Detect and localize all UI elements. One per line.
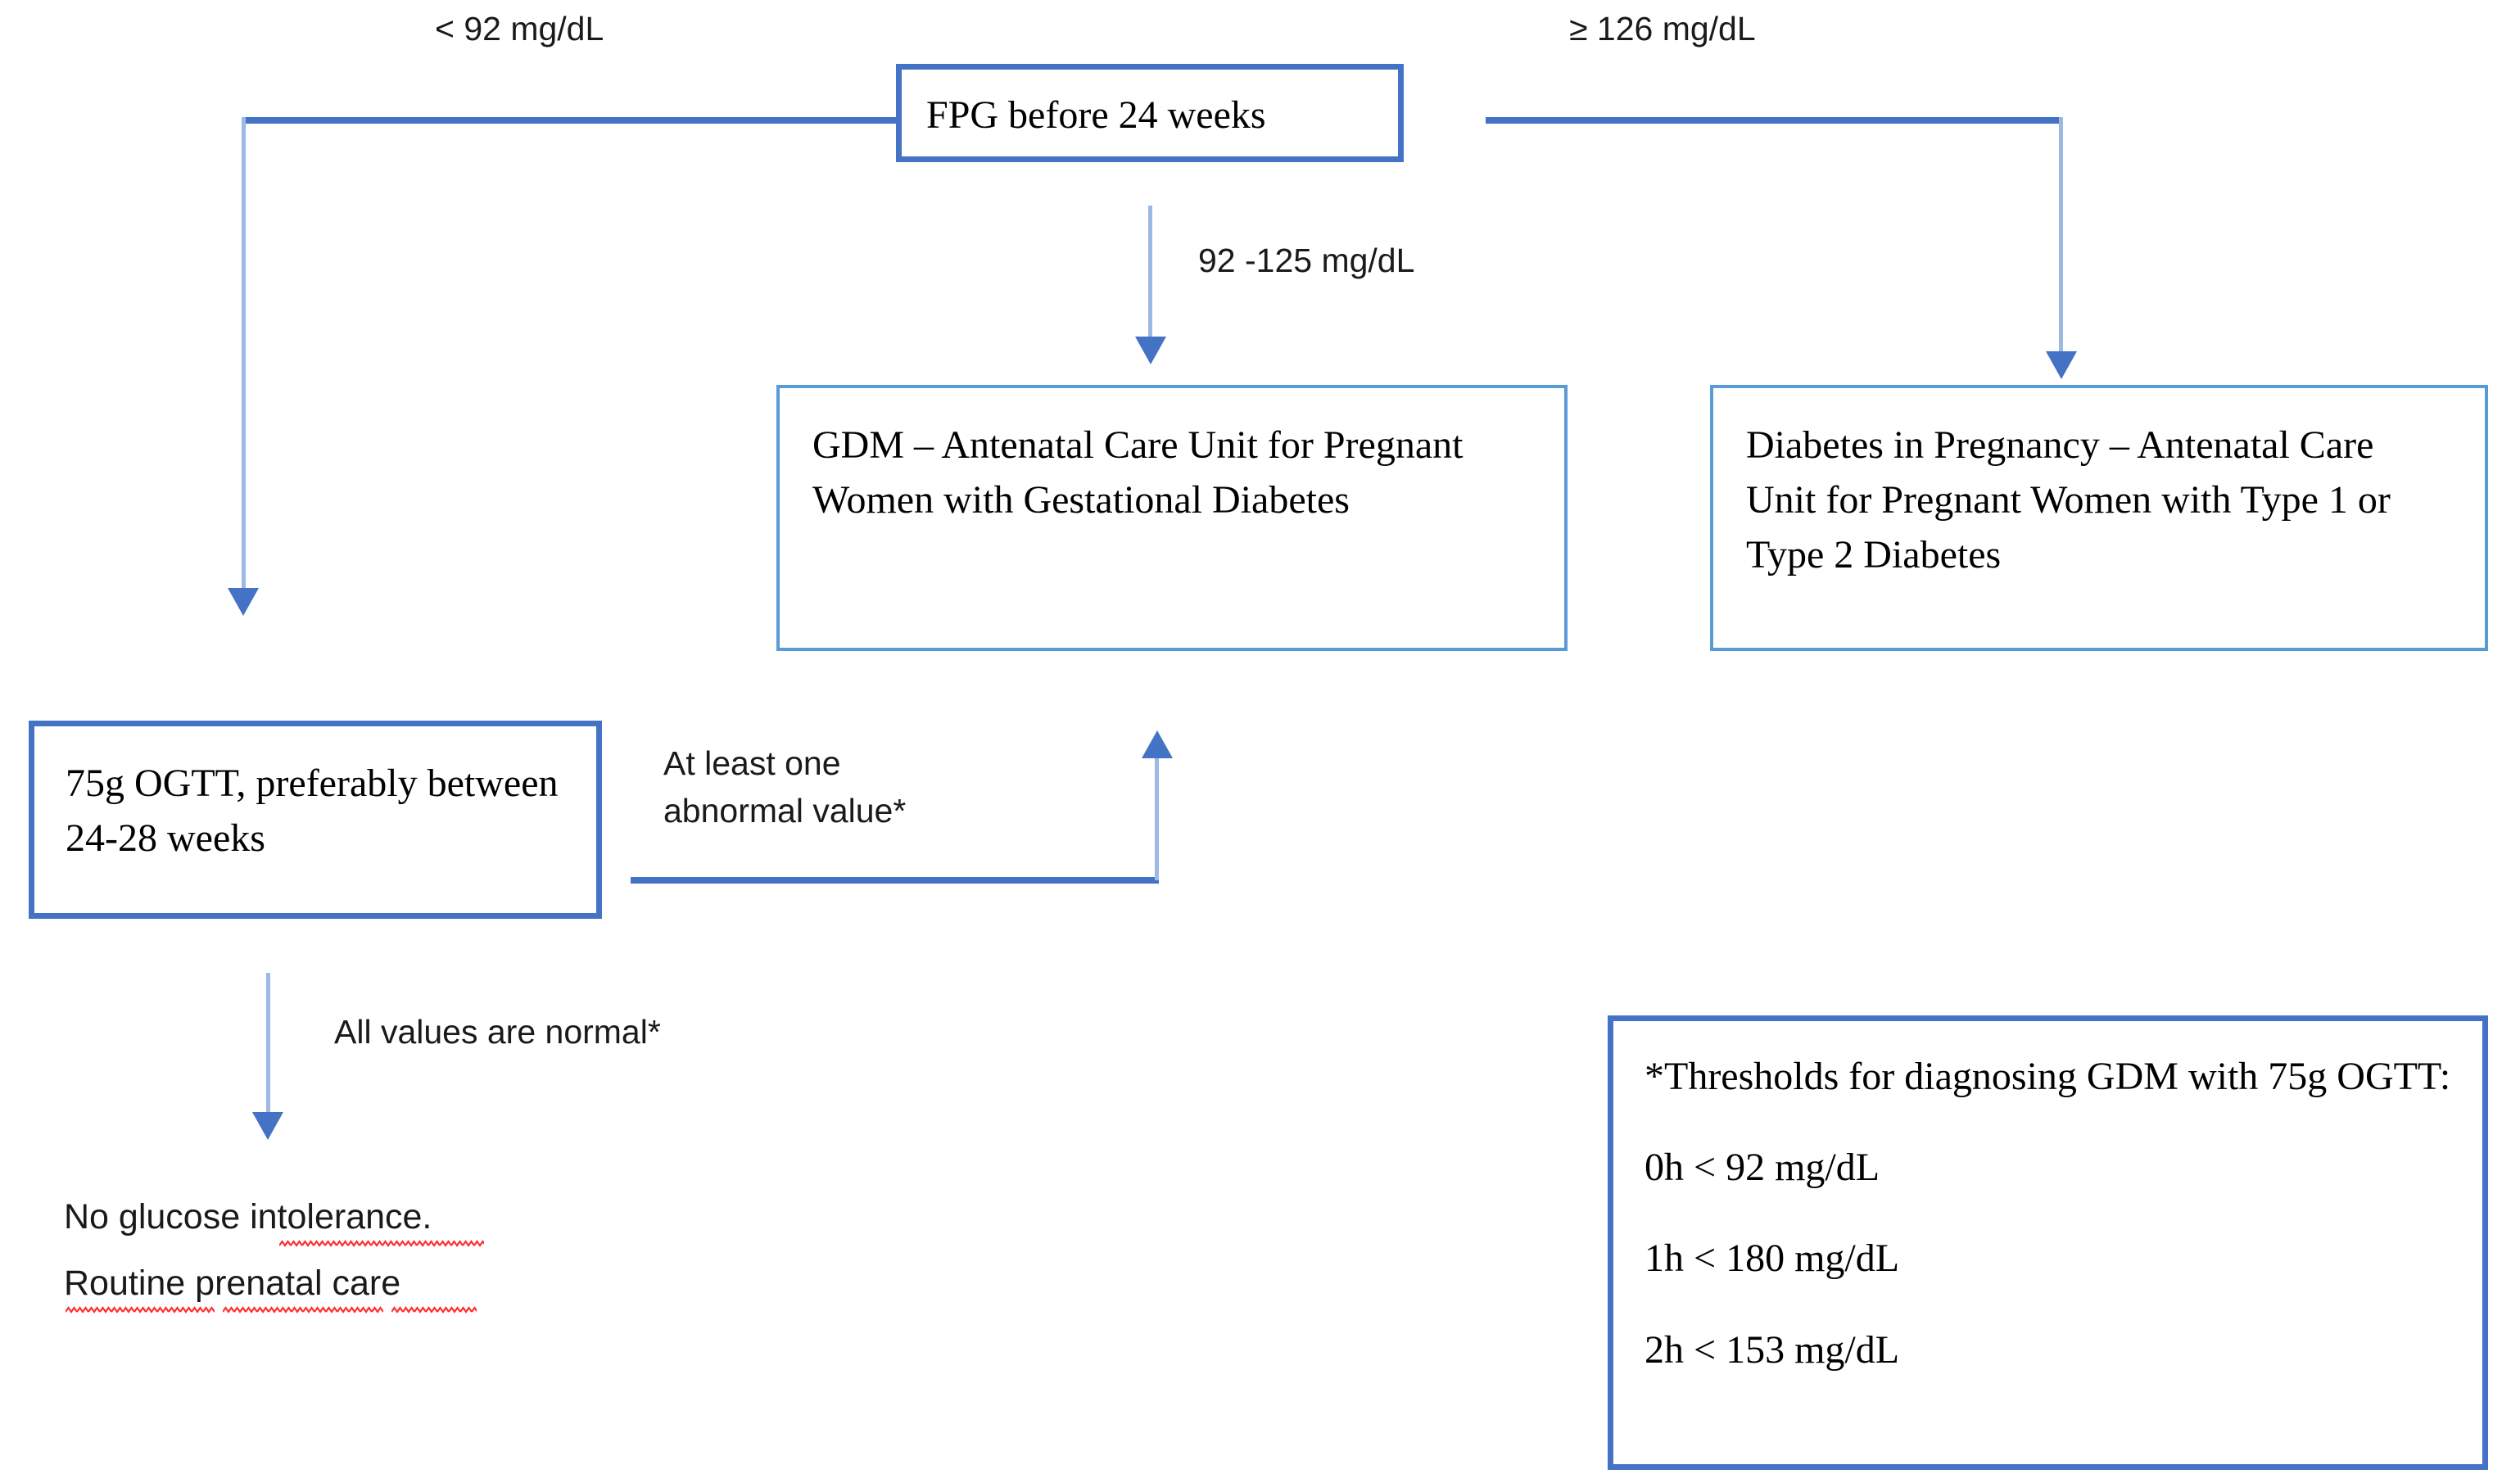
edge-label-low-fpg: < 92 mg/dL [435,10,604,47]
connector-right-horizontal [1486,117,2062,124]
spellcheck-underline-routine [66,1306,215,1313]
spellcheck-underline-care [391,1306,477,1313]
outcome-line-1: No glucose intolerance. [64,1197,432,1237]
node-fpg-before-24-weeks[interactable]: FPG before 24 weeks [896,64,1404,162]
connector-middle-vertical [1148,206,1152,340]
spellcheck-underline-intolerance [279,1240,484,1247]
connector-normal-vertical [266,973,270,1119]
node-75g-ogtt-label: 75g OGTT, preferably between 24-28 weeks [66,762,559,861]
edge-label-all-values-normal: All values are normal* [334,1013,661,1051]
node-diabetes-in-pregnancy[interactable]: Diabetes in Pregnancy – Antenatal Care U… [1710,385,2488,651]
spellcheck-underline-prenatal [223,1306,383,1313]
node-thresholds-note[interactable]: *Thresholds for diagnosing GDM with 75g … [1608,1015,2488,1470]
node-fpg-label: FPG before 24 weeks [926,93,1266,137]
thresholds-line-0: 0h < 92 mg/dL [1645,1146,1880,1190]
arrowhead-left-down [228,588,259,616]
outcome-line-2: Routine prenatal care [64,1264,401,1303]
arrowhead-right-down [2046,351,2077,379]
arrowhead-abnormal-up [1142,730,1173,758]
edge-label-high-fpg: ≥ 126 mg/dL [1569,10,1756,47]
node-gdm-antenatal-care[interactable]: GDM – Antenatal Care Unit for Pregnant W… [776,385,1568,651]
connector-abnormal-horizontal [631,877,1159,884]
thresholds-line-2: 2h < 153 mg/dL [1645,1327,1900,1372]
node-75g-ogtt[interactable]: 75g OGTT, preferably between 24-28 weeks [29,721,602,919]
edge-label-abnormal-value: At least one abnormal value* [663,744,907,830]
connector-abnormal-vertical [1155,757,1159,880]
arrowhead-middle-down [1135,337,1166,364]
node-gdm-label: GDM – Antenatal Care Unit for Pregnant W… [812,423,1464,522]
arrowhead-normal-down [252,1112,283,1140]
connector-left-vertical [242,117,246,588]
node-diabetes-in-pregnancy-label: Diabetes in Pregnancy – Antenatal Care U… [1746,423,2391,577]
connector-right-vertical [2059,117,2063,355]
thresholds-line-1: 1h < 180 mg/dL [1645,1237,1900,1281]
connector-left-horizontal [242,117,897,124]
edge-label-mid-fpg: 92 -125 mg/dL [1198,242,1415,279]
thresholds-heading: *Thresholds for diagnosing GDM with 75g … [1645,1055,2451,1098]
